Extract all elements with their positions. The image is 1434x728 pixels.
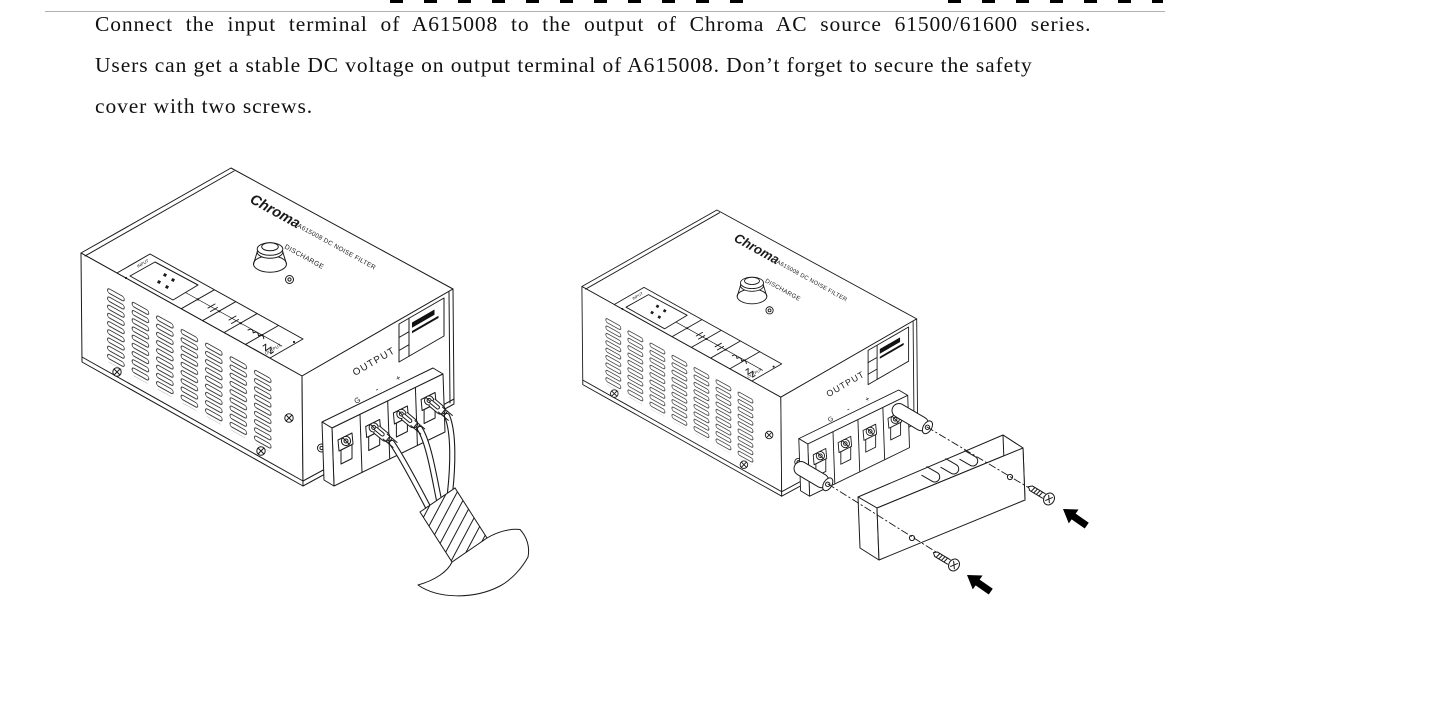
wire-slots [921,450,979,483]
cable-sheath [417,487,530,597]
figure-filter-safety-cover [581,209,1093,600]
output-wiring [372,397,530,597]
alignment-lines [827,426,1047,563]
figure-filter-wired: Chroma A615008 DC NOISE FILTER [80,167,530,597]
paragraph-line: Users can get a stable DC voltage on out… [95,53,1033,77]
safety-cover [857,434,1026,561]
paragraph-line: cover with two screws. [95,94,314,118]
paragraph-line: Connect the input terminal of A615008 to… [95,12,1092,36]
header-rule [45,11,1165,12]
wire [388,412,456,511]
clipped-text-remnant [948,0,1163,3]
clipped-text-remnant [390,0,760,3]
intro-paragraph: Connect the input terminal of A615008 to… [95,4,1127,127]
